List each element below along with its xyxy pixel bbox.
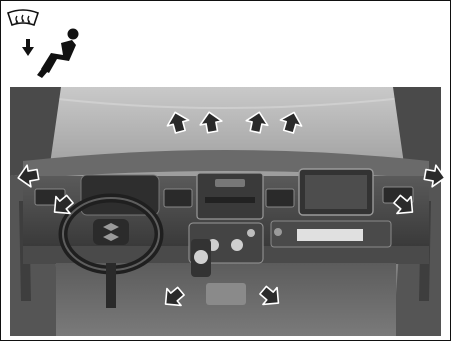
- dashboard-photo: [10, 87, 441, 336]
- seated-occupant-icon: [37, 29, 79, 79]
- airflow-down-arrow-icon: [22, 39, 34, 56]
- defroster-icon: [8, 10, 38, 25]
